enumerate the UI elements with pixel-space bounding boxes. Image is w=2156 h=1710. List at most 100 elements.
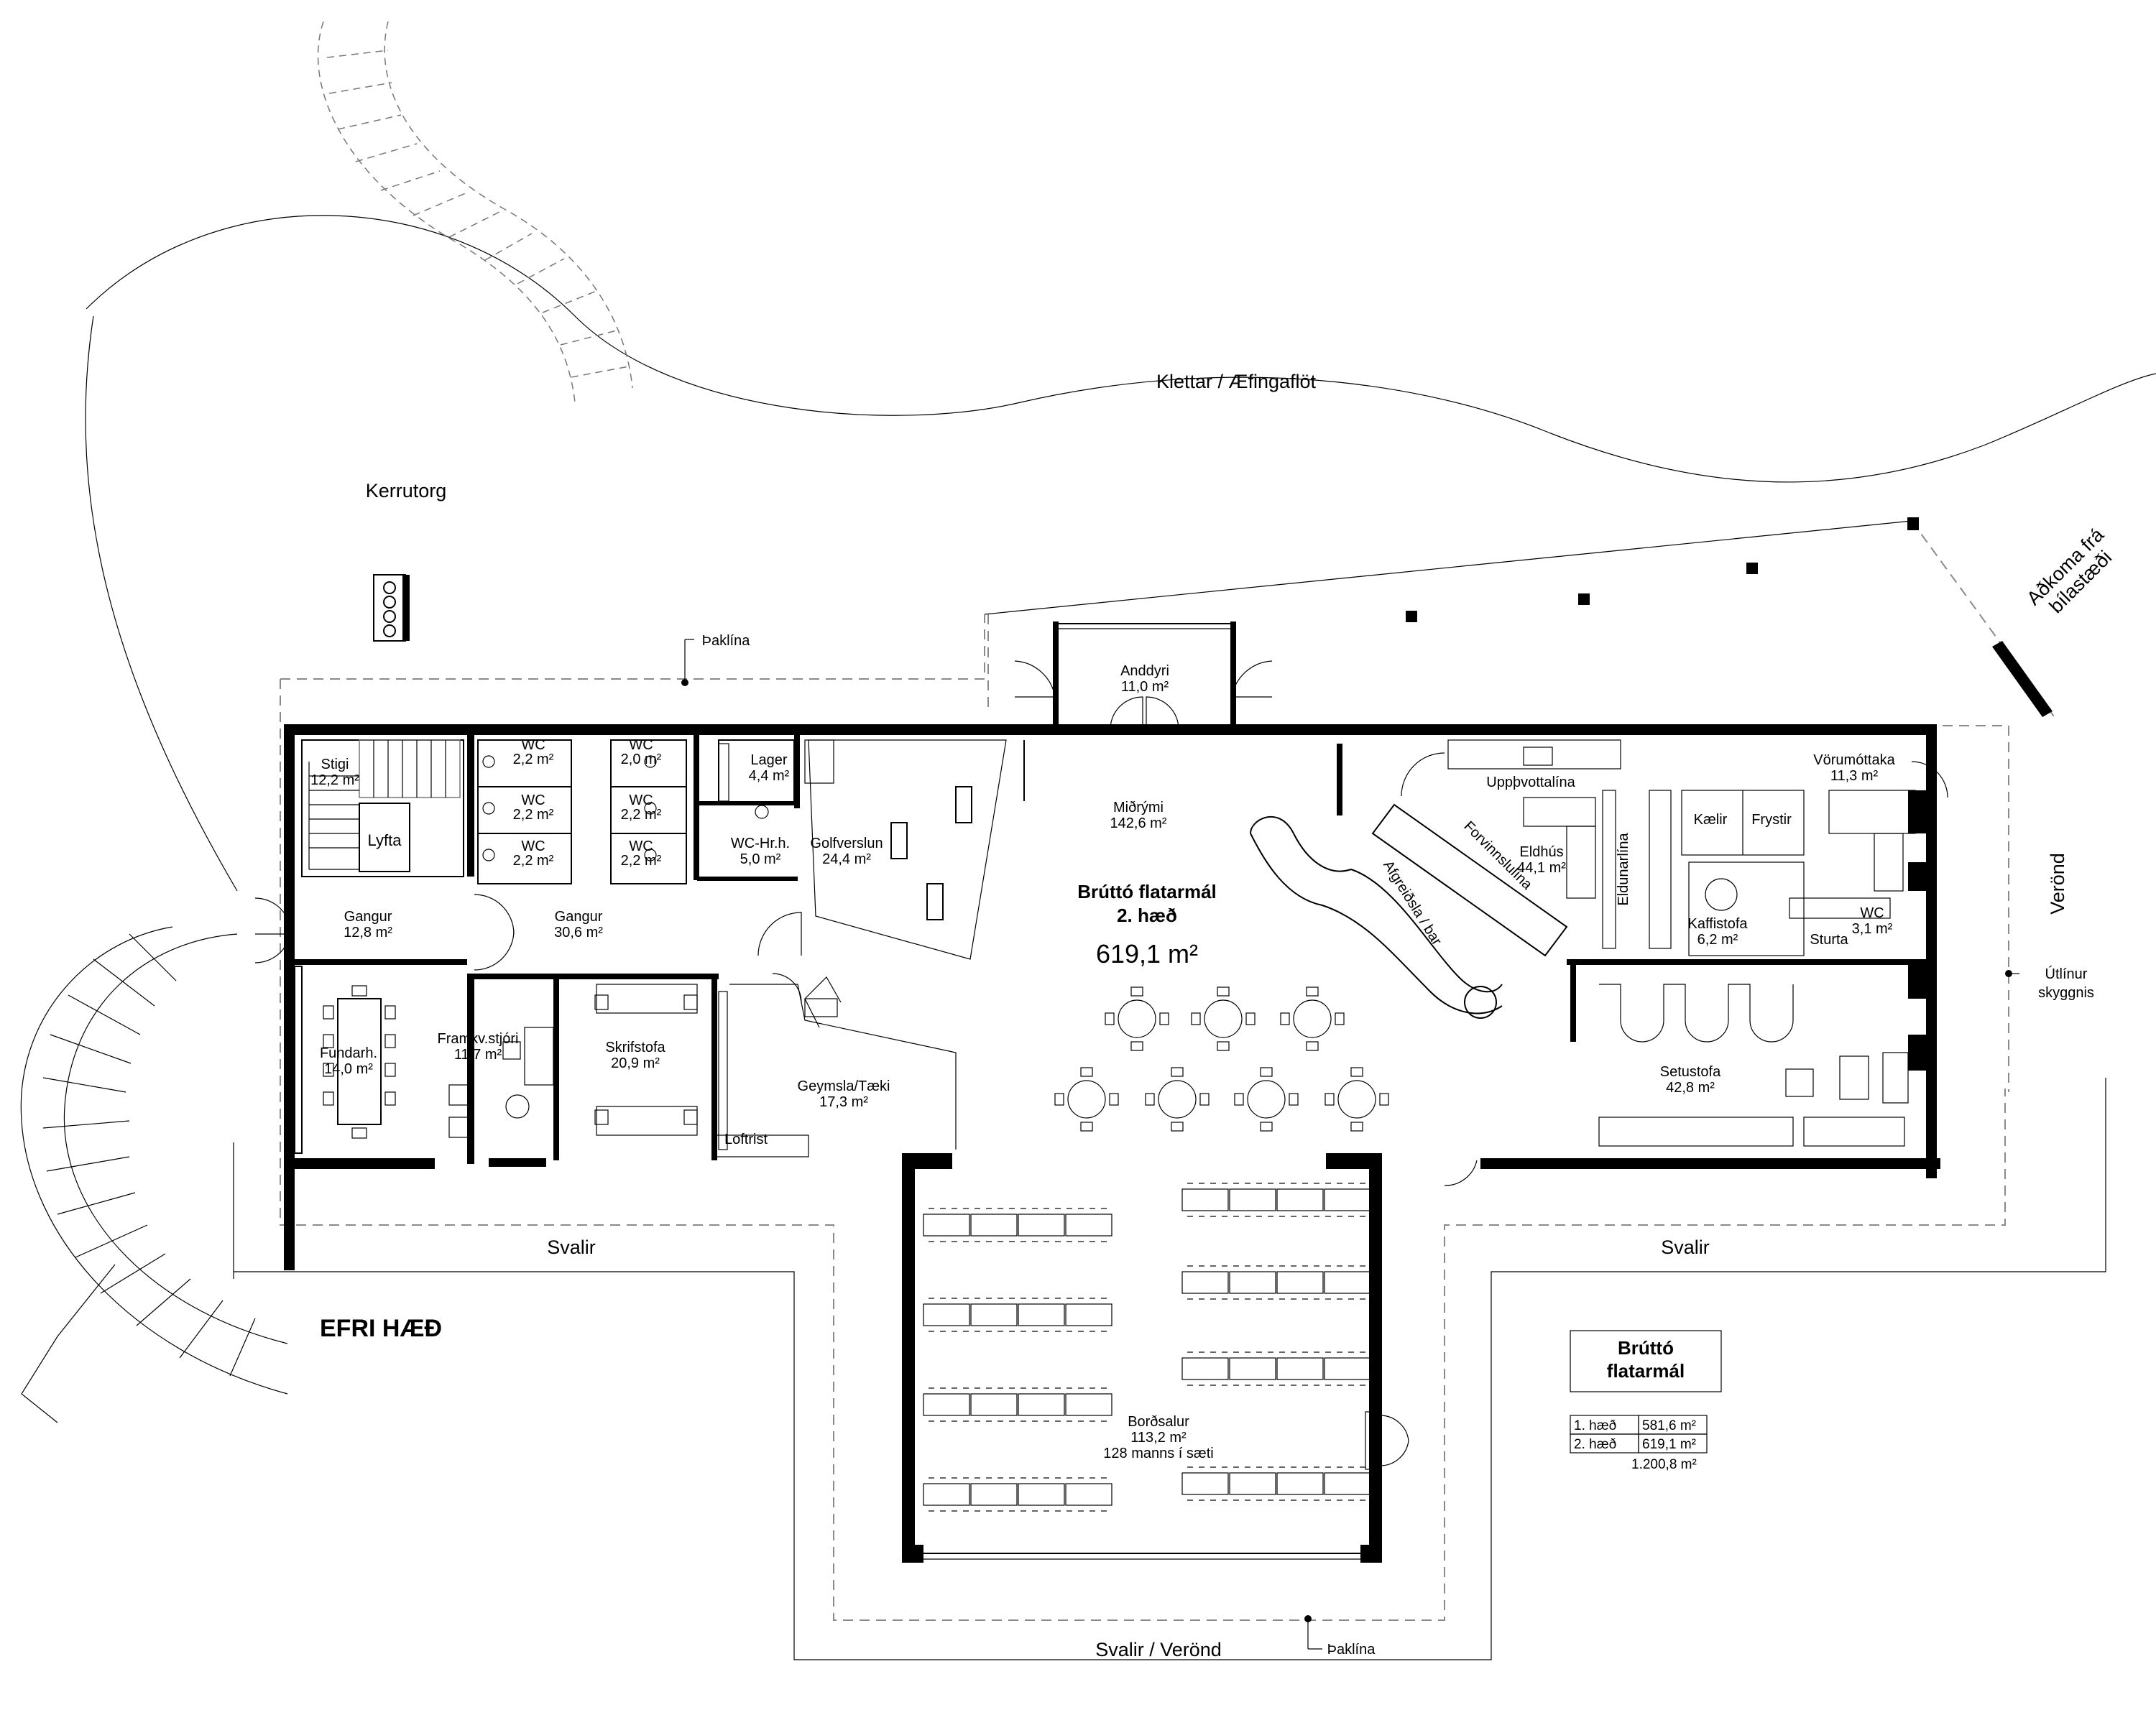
dining-table-segment [970,1483,1018,1506]
svg-text:Gangur: Gangur [344,909,392,925]
dining-table-segment [1229,1271,1276,1294]
room-eldhus: Eldhús 44,1 m² [1517,844,1566,876]
area-row-2-floor: 2. hæð [1574,1437,1616,1452]
dining-table-segment [1276,1271,1324,1294]
svg-text:Geymsla/Tæki: Geymsla/Tæki [798,1078,890,1094]
area-row-1-floor: 1. hæð [1574,1418,1616,1433]
stairwell [301,739,464,877]
utlinur-marker [2005,970,2019,977]
svg-text:2,2 m²: 2,2 m² [621,807,662,823]
office-furniture [448,984,728,1150]
svg-text:11,7 m²: 11,7 m² [454,1047,502,1063]
dining-table-segment [1229,1188,1276,1211]
svg-text:2,2 m²: 2,2 m² [513,752,554,767]
room-frystir: Frystir [1751,812,1792,828]
room-vorumottaka: Vörumóttaka 11,3 m² [1813,752,1895,784]
loftrist-box [714,1134,809,1157]
svg-text:5,0 m²: 5,0 m² [740,851,781,867]
bar-counter [1250,803,1568,1019]
room-wc3: WC 2,2 m² [513,838,554,869]
svg-text:Anddyri: Anddyri [1120,663,1169,679]
dining-table-segment [1065,1303,1112,1326]
room-setustofa: Setustofa 42,8 m² [1660,1064,1721,1096]
svg-text:Stigi: Stigi [321,757,349,772]
dining-table-segment [1276,1188,1324,1211]
area-table-title-1: Brúttó [1618,1337,1674,1359]
area-total: 1.200,8 m² [1631,1457,1697,1472]
kitchen-equipment [1447,739,1916,956]
dining-table-segment [1229,1472,1276,1495]
wc-blocks [477,739,769,884]
svg-text:20,9 m²: 20,9 m² [611,1055,660,1071]
svg-text:30,6 m²: 30,6 m² [554,925,603,940]
area-row-1-area: 581,6 m² [1642,1418,1696,1433]
svg-text:14,0 m²: 14,0 m² [324,1061,373,1077]
svg-text:Setustofa: Setustofa [1660,1064,1721,1080]
svg-text:Vörumóttaka: Vörumóttaka [1813,752,1895,768]
svg-text:12,8 m²: 12,8 m² [344,925,392,940]
dining-table-segment [923,1393,970,1416]
room-uppvottalina: Uppþvottalína [1486,775,1575,790]
room-wc6: WC 2,2 m² [621,838,662,869]
room-loftrist: Loftrist [724,1132,768,1147]
room-anddyri: Anddyri 11,0 m² [1120,663,1169,695]
dining-table-segment [1181,1188,1229,1211]
room-gangur2: Gangur 30,6 m² [554,909,603,940]
svg-text:2,2 m²: 2,2 m² [621,853,662,869]
svg-text:2,2 m²: 2,2 m² [513,853,554,869]
dining-table-segment [923,1303,970,1326]
dining-table-segment [1324,1271,1371,1294]
svg-text:113,2 m²: 113,2 m² [1130,1430,1187,1446]
room-framkv: Framkv.stjóri 11,7 m² [438,1031,519,1063]
room-kaelir: Kælir [1694,812,1728,828]
room-bordsalur: Borðsalur 113,2 m² 128 manns í sæti [1103,1414,1213,1461]
center-heading-line1: Brúttó flatarmál [1077,881,1217,902]
balcony-outline [233,1078,2106,1660]
svg-text:WC-Hr.h.: WC-Hr.h. [731,836,790,851]
dining-table-segment [1276,1357,1324,1380]
dining-table-segment [1276,1472,1324,1495]
site-label-adkoma: Aðkoma frábílastæði [2022,524,2124,625]
svg-text:WC: WC [521,737,545,753]
center-area: 619,1 m² [1096,939,1198,969]
room-stigi: Stigi 12,2 m² [310,757,359,788]
svg-text:Lager: Lager [750,752,787,768]
svg-text:44,1 m²: 44,1 m² [1517,860,1566,876]
svg-text:142,6 m²: 142,6 m² [1110,815,1167,831]
dining-table-segment [1065,1483,1112,1506]
room-sturta: Sturta [1810,932,1848,948]
interior-walls [295,733,1926,1164]
meeting-table [294,966,396,1154]
dining-table-segment [923,1483,970,1506]
room-wc4: WC 2,0 m² [621,737,662,767]
svg-text:WC: WC [629,838,653,854]
klettar-boundary [86,215,2156,483]
room-afgreidsla: Afgreiðsla / bar [1380,858,1445,948]
svg-text:WC: WC [1860,905,1884,921]
room-lyfta: Lyfta [368,831,402,849]
thaklina-marker-top [681,639,694,686]
dining-table-segment [1181,1271,1229,1294]
exterior-walls [284,621,1940,1563]
dining-table-segment [970,1214,1018,1237]
area-summary-table: Brúttó flatarmál 1. hæð 581,6 m² 2. hæð … [1570,1330,1722,1472]
dining-table-segment [923,1214,970,1237]
dining-table-segment [1324,1357,1371,1380]
room-skrifstofa: Skrifstofa 20,9 m² [605,1040,665,1071]
thaklina-marker-bottom [1304,1615,1322,1650]
dining-table-segment [1181,1357,1229,1380]
room-midrymi: Miðrými 142,6 m² [1110,800,1167,831]
room-wc1: WC 2,2 m² [513,737,554,767]
dining-table-segment [1018,1483,1065,1506]
golfverslun-fixtures [808,739,1025,960]
site-label-veron: Verönd [2047,853,2068,915]
room-fundarh: Fundarh. 14,0 m² [320,1045,377,1077]
room-wc5: WC 2,2 m² [621,792,662,823]
svg-text:Golfverslun: Golfverslun [810,836,883,851]
area-row-2-area: 619,1 m² [1642,1437,1696,1452]
svg-text:11,3 m²: 11,3 m² [1830,768,1879,784]
svg-text:Eldhús: Eldhús [1519,844,1563,860]
svg-text:4,4 m²: 4,4 m² [749,768,790,784]
cafe-tables [1054,986,1389,1132]
svg-text:Miðrými: Miðrými [1113,800,1164,815]
